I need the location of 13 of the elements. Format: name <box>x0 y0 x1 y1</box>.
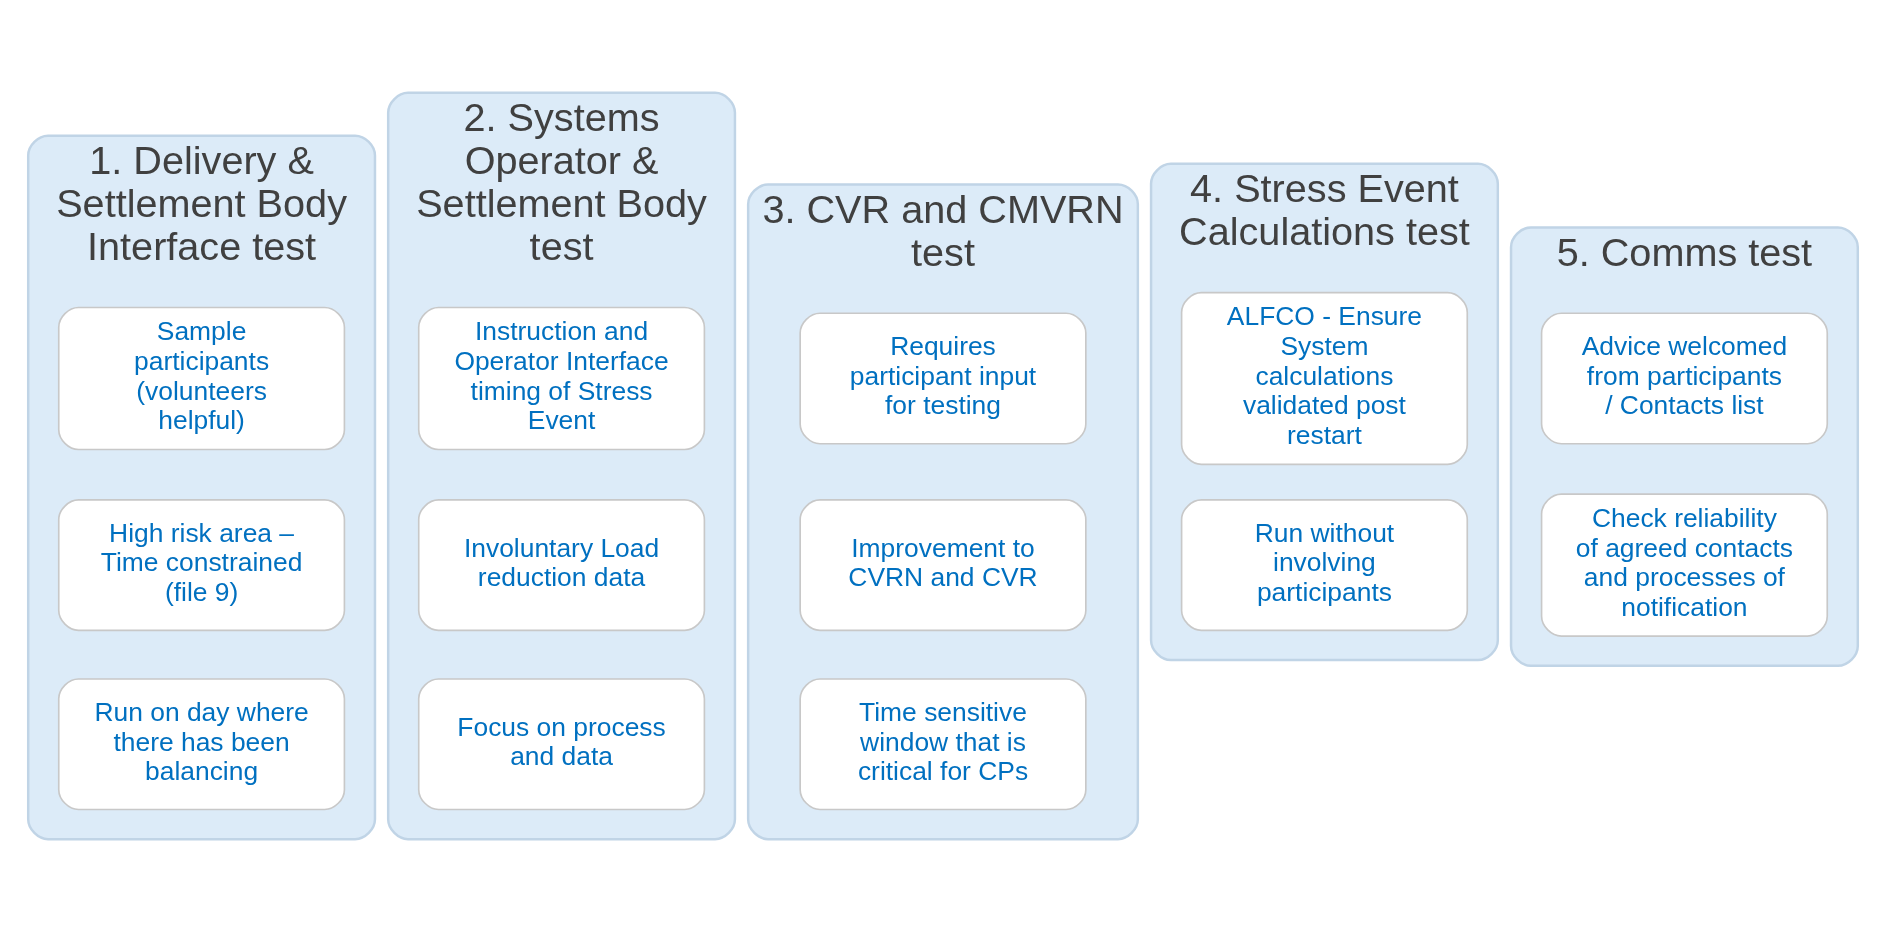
node-box: Run on day where there has been balancing <box>57 677 346 810</box>
node-box: Instruction and Operator Interface timing of Stress Event <box>417 306 706 450</box>
node-box: Sample participants (volunteers helpful) <box>57 306 346 450</box>
node-box: Involuntary Load reduction data <box>417 498 706 631</box>
node-box: Run without involving participants <box>1180 498 1469 631</box>
node-box: ALFCO - Ensure System calculations validated post restart <box>1180 291 1469 465</box>
node-box: Check reliability of agreed contacts and processes of notification <box>1540 492 1829 637</box>
node-box: Advice welcomed from participants / Contacts list <box>1540 311 1829 445</box>
node-box: Time sensitive window that is critical for CPs <box>799 677 1087 810</box>
node-box: Improvement to CVRN and CVR <box>799 498 1087 631</box>
node-box: High risk area – Time constrained (file 9) <box>57 498 346 631</box>
node-box: Focus on process and data <box>417 677 706 810</box>
node-box: Requires participant input for testing <box>799 311 1087 445</box>
